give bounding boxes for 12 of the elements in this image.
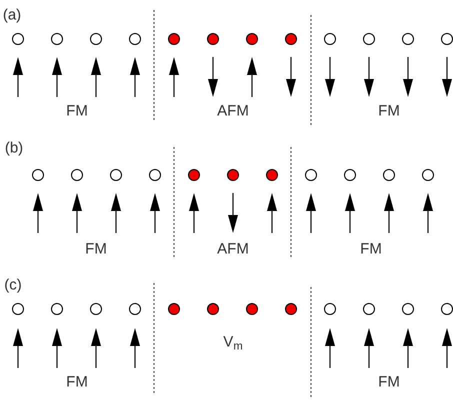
region-label: FM [378,104,400,118]
region-label: AFM [217,242,249,256]
region-label: (c) [4,278,22,292]
region-label: FM [378,374,400,390]
region-label: AFM [217,104,249,118]
region-label: (a) [2,8,22,22]
region-label: V$_{m}$ [223,334,243,350]
region-label: FM [85,242,107,256]
region-label: FM [66,374,88,390]
region-label: FM [360,242,382,256]
region-label: FM [66,104,88,118]
region-label: (b) [4,140,24,156]
